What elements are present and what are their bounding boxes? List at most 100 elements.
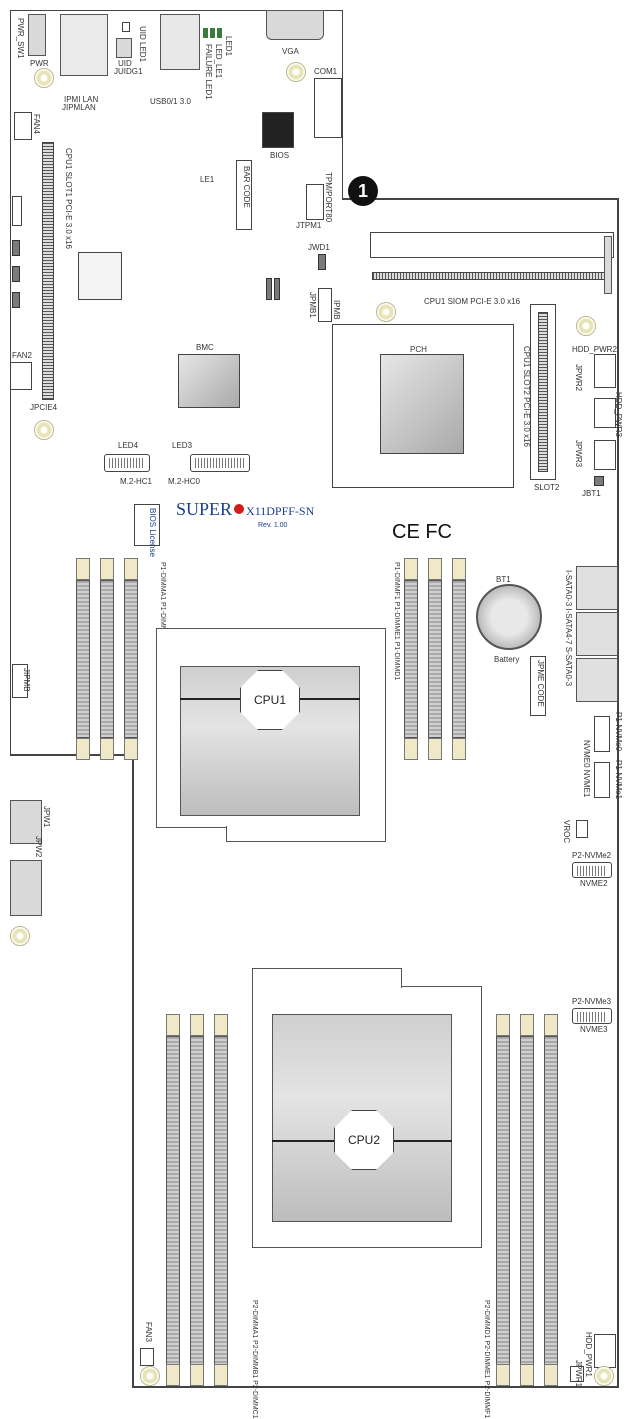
bmc-label: BMC [196,343,214,352]
dimm-slot-p1-a1[interactable] [76,580,90,738]
jbt1-label: JBT1 [582,489,601,498]
bios-license-label: BIOS License [148,508,157,557]
m2-hc0-label: M.2-HC0 [168,477,201,486]
jbt1-jumper[interactable] [594,476,604,486]
nvme2-connector[interactable] [572,862,612,878]
tpm-header[interactable] [306,184,324,220]
revision-label: Rev. 1.00 [258,522,288,529]
header-left-c[interactable] [12,266,20,282]
vga-port[interactable] [266,10,324,40]
hdd-pwr1-connector[interactable] [594,1334,616,1368]
hdd-pwr3-connector[interactable] [594,398,616,428]
led4-label: LED4 [118,441,139,450]
mounting-hole-3 [34,420,54,440]
slot2-label: SLOT2 [534,483,560,492]
i-sata4-7-connector[interactable] [576,612,618,656]
dimm-slot-p2-f1[interactable] [544,1036,558,1366]
dimm-slot-p2-d1[interactable] [496,1036,510,1366]
led-green-2 [210,28,215,38]
jipmlan-label: JIPMLAN [62,103,96,112]
dimm-latch [190,1014,204,1036]
dimm-latch [496,1364,510,1386]
motherboard-outline-step [342,198,618,200]
battery-label: Battery [494,655,520,664]
dimm-latch [428,738,442,760]
dimm-latch [124,558,138,580]
p1-nvme0-connector[interactable] [594,716,610,752]
led3-label: LED3 [172,441,193,450]
header-left-b[interactable] [12,240,20,256]
jpw1-label: JPW1 [42,806,51,828]
bios-chip [262,112,294,148]
hdd-pwr1-label: HDD_PWR1 [584,1332,593,1377]
pcie-slot2-pins [538,312,548,472]
jumper-2[interactable] [274,278,280,300]
dimm-slot-p1-b1[interactable] [100,580,114,738]
uid-switch[interactable] [116,38,132,58]
dimm-slot-p1-d1[interactable] [452,580,466,738]
failure-led-label: FAILURE LED1 [204,44,213,100]
s-sata0-3-connector[interactable] [576,658,618,702]
mounting-hole-2 [286,62,306,82]
ipmb-header[interactable] [318,288,332,322]
m2-hc0-slot[interactable] [190,454,250,472]
dimm-p2-left-label: P2-DIMMA1 P2-DIMMB1 P2-DIMMC1 [251,1300,258,1419]
dimm-slot-p2-b1[interactable] [190,1036,204,1366]
jpw2-power[interactable] [10,800,42,844]
sioim-slot[interactable] [370,232,614,258]
fan4-header[interactable] [14,112,32,140]
jtpm-label: JTPM1 [296,221,322,230]
fan2-header[interactable] [10,362,32,390]
dimm-slot-p2-a1[interactable] [166,1036,180,1366]
com-port-header[interactable] [314,78,342,138]
motherboard-outline-mask [343,0,623,200]
dimm-slot-p2-e1[interactable] [520,1036,534,1366]
motherboard-outline-notch [10,754,132,756]
dimm-latch [404,738,418,760]
dimm-slot-p1-e1[interactable] [428,580,442,738]
nvme3-label: NVME3 [580,1025,608,1034]
jpwr1-header[interactable] [570,1366,584,1382]
sioim-label: CPU1 SIOM PCI-E 3.0 x16 [424,297,521,306]
dimm-latch [124,738,138,760]
bmc-chip [178,354,240,408]
led-label-2: LED_LE1 [214,44,223,79]
m2-hc1-slot[interactable] [104,454,150,472]
nvme2-label: NVME2 [580,879,608,888]
uid-led-label: UID LED1 [138,26,147,63]
jwd-jumper[interactable] [318,254,326,270]
jipmb-header[interactable] [12,664,28,698]
jumper-1[interactable] [266,278,272,300]
jpwr3-connector[interactable] [594,440,616,470]
vroc-header[interactable] [576,820,588,838]
ipmb-label: IPMB [332,300,341,320]
dimm-slot-p2-c1[interactable] [214,1036,228,1366]
sioim-pins [372,272,612,280]
header-left-a[interactable] [12,196,22,226]
hdd-pwr3-label: HDD_PWR3 [614,392,623,437]
i-sata0-3-connector[interactable] [576,566,618,610]
p1-nvme1-connector[interactable] [594,762,610,798]
pch-label: PCH [410,345,427,354]
power-switch[interactable] [28,14,46,56]
motherboard-outline-cutout [342,10,344,200]
dimm-slot-p1-c1[interactable] [124,580,138,738]
nvme3-connector[interactable] [572,1008,612,1024]
le1-label: LE1 [200,175,215,184]
ipmi-lan-port[interactable] [60,14,108,76]
fan3-header[interactable] [140,1348,154,1366]
pcie-slot1[interactable] [42,142,54,400]
model-text: X11DPFF-SN [246,504,315,518]
hdd-pwr2-connector[interactable] [594,354,616,388]
ce-fcc-logo: CE FC [392,521,452,543]
pwr-sw-label: PWR_SW1 [16,18,25,59]
dimm-latch [404,558,418,580]
usb-port[interactable] [160,14,200,70]
bt1-label: BT1 [496,575,511,584]
header-left-d[interactable] [12,292,20,308]
dimm-latch [76,738,90,760]
cpu2-socket-tab [252,968,402,988]
jpw1-power[interactable] [10,860,42,916]
sd-socket [78,252,122,300]
dimm-slot-p1-f1[interactable] [404,580,418,738]
